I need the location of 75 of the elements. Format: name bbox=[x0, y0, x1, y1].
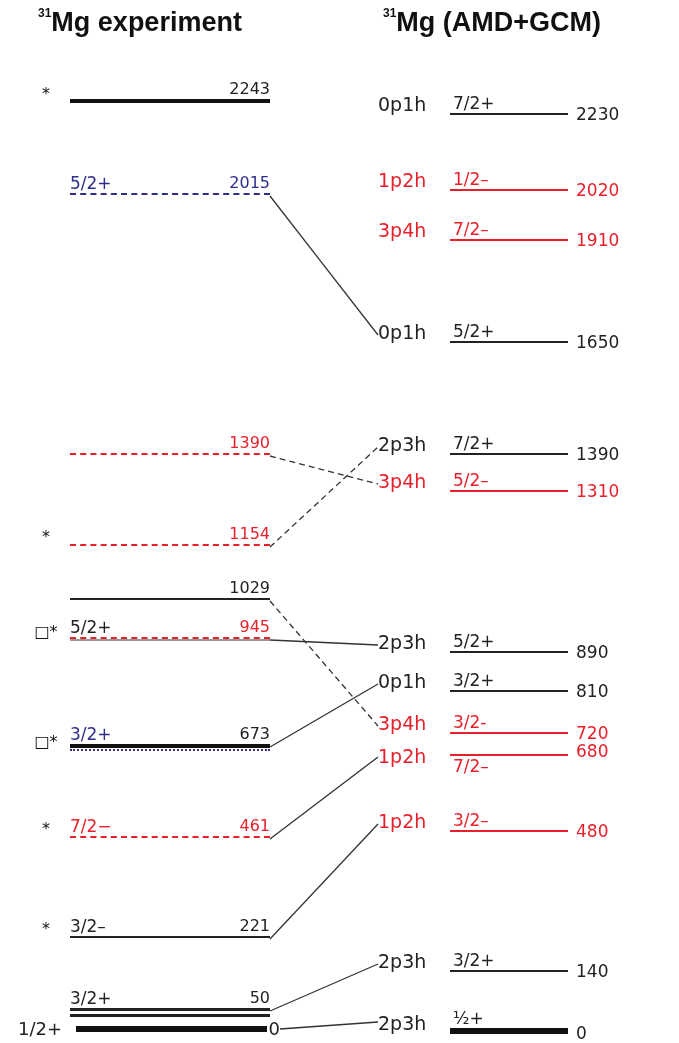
energy-label: 50 bbox=[249, 988, 270, 1008]
configuration-label: 1p2h bbox=[378, 169, 428, 191]
spin-parity-label: 3/2- bbox=[453, 712, 487, 732]
spin-parity-label: 5/2+ bbox=[70, 617, 112, 637]
energy-label: 0 bbox=[576, 1023, 587, 1043]
configuration-label: 1p2h bbox=[378, 745, 428, 767]
energy-label: 1390 bbox=[229, 433, 270, 453]
spin-parity-label: 3/2+ bbox=[453, 950, 495, 970]
connector-line bbox=[279, 1021, 379, 1030]
energy-label: 2243 bbox=[229, 79, 270, 99]
energy-label: 1154 bbox=[229, 524, 270, 544]
energy-label: 0 bbox=[268, 1019, 280, 1039]
energy-label: 673 bbox=[239, 724, 270, 744]
energy-label: 890 bbox=[576, 642, 609, 662]
spin-parity-label: 3/2+ bbox=[453, 670, 495, 690]
marker-label: □* bbox=[33, 733, 59, 751]
energy-label: 1650 bbox=[576, 332, 620, 352]
marker-label: * bbox=[41, 820, 51, 838]
marker-label: * bbox=[41, 920, 51, 938]
configuration-label: 3p4h bbox=[378, 219, 428, 241]
spin-parity-label: 5/2+ bbox=[70, 173, 112, 193]
configuration-label: 1p2h bbox=[378, 810, 428, 832]
configuration-label: 3p4h bbox=[378, 470, 428, 492]
configuration-label: 2p3h bbox=[378, 950, 428, 972]
connector-line bbox=[269, 963, 379, 1012]
marker-label: * bbox=[41, 85, 51, 103]
spin-parity-label: 5/2+ bbox=[453, 321, 495, 341]
spin-parity-label: 3/2+ bbox=[70, 724, 112, 744]
spin-parity-label: 3/2– bbox=[70, 916, 106, 936]
connector-line bbox=[269, 639, 379, 646]
energy-label: 461 bbox=[239, 816, 270, 836]
configuration-label: 0p1h bbox=[378, 93, 428, 115]
spin-parity-label: 3/2– bbox=[453, 810, 489, 830]
connector-line bbox=[269, 446, 379, 548]
energy-label: 2015 bbox=[229, 173, 270, 193]
connector-line bbox=[269, 683, 379, 748]
spin-parity-label: 5/2+ bbox=[453, 631, 495, 651]
energy-label: 1390 bbox=[576, 444, 620, 464]
spin-parity-label: ½+ bbox=[453, 1008, 484, 1028]
energy-label: 140 bbox=[576, 961, 609, 981]
connector-line bbox=[269, 600, 379, 727]
connector-line bbox=[269, 823, 379, 940]
configuration-label: 2p3h bbox=[378, 433, 428, 455]
marker-label: * bbox=[41, 528, 51, 546]
spin-parity-label: 3/2+ bbox=[70, 988, 112, 1008]
energy-label: 1910 bbox=[576, 230, 620, 250]
marker-label: □* bbox=[33, 623, 59, 641]
spin-parity-label: 7/2+ bbox=[453, 433, 495, 453]
configuration-label: 0p1h bbox=[378, 321, 428, 343]
energy-label: 810 bbox=[576, 681, 609, 701]
spin-parity-label: 5/2– bbox=[453, 470, 489, 490]
energy-label: 2230 bbox=[576, 104, 620, 124]
energy-label: 480 bbox=[576, 821, 609, 841]
spin-parity-label: 7/2– bbox=[453, 219, 489, 239]
energy-label: 945 bbox=[239, 617, 270, 637]
energy-label: 1310 bbox=[576, 481, 620, 501]
spin-parity-label: 1/2– bbox=[453, 169, 489, 189]
connector-line bbox=[269, 455, 379, 485]
spin-parity-label: 7/2– bbox=[453, 756, 489, 776]
column-heading: $^{31}$Mg experiment bbox=[38, 6, 242, 38]
spin-parity-label: 7/2− bbox=[70, 816, 112, 836]
configuration-label: 3p4h bbox=[378, 712, 428, 734]
configuration-label: 2p3h bbox=[378, 1012, 428, 1034]
energy-label: 720 bbox=[576, 723, 609, 743]
configuration-label: 0p1h bbox=[378, 670, 428, 692]
configuration-label: 2p3h bbox=[378, 631, 428, 653]
energy-label: 680 bbox=[576, 741, 609, 761]
energy-label: 1029 bbox=[229, 578, 270, 598]
connector-line bbox=[269, 195, 379, 336]
spin-parity-label: 7/2+ bbox=[453, 93, 495, 113]
connector-line bbox=[269, 756, 379, 840]
energy-label: 2020 bbox=[576, 180, 620, 200]
column-heading: $^{31}$Mg (AMD+GCM) bbox=[383, 6, 602, 38]
energy-label: 221 bbox=[239, 916, 270, 936]
spin-parity-label: 1/2+ bbox=[18, 1019, 63, 1039]
